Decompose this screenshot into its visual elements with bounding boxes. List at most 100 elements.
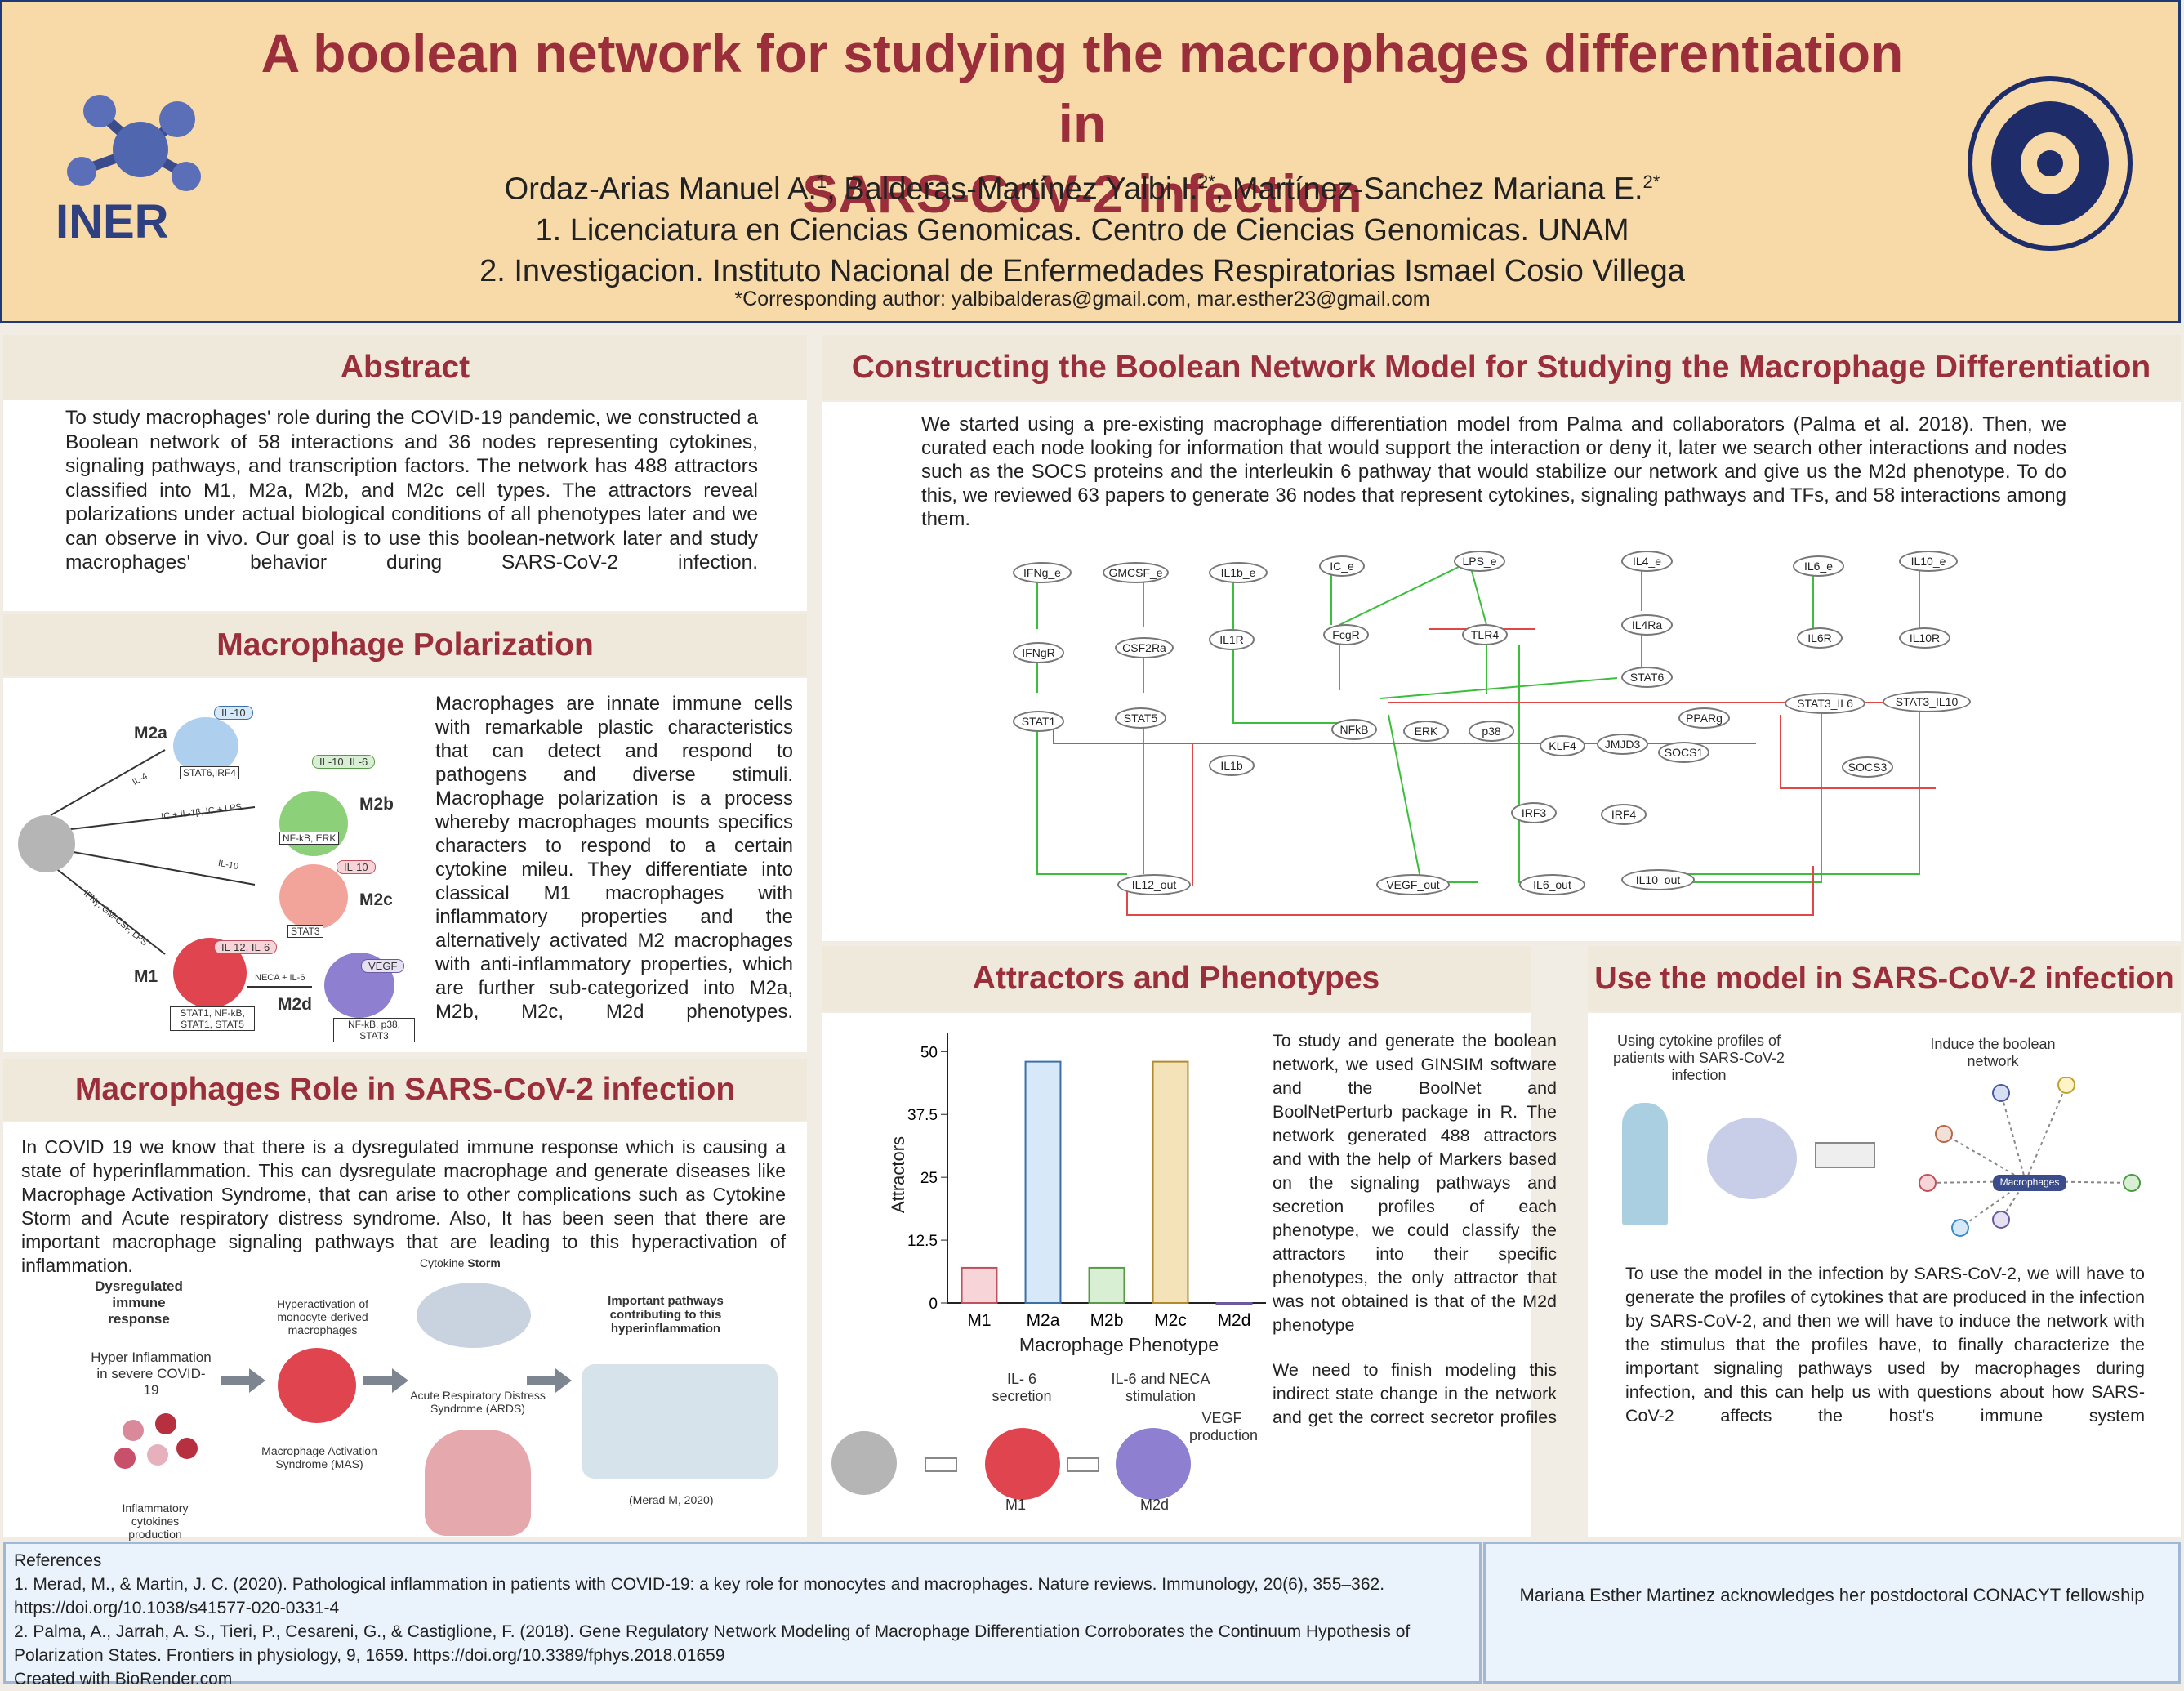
constructing-panel	[822, 402, 2181, 941]
network-node: STAT3_IL6	[1785, 693, 1865, 714]
polarization-heading: Macrophage Polarization	[3, 614, 807, 676]
m2c-cell	[279, 864, 348, 930]
network-node: IFNg_e	[1013, 562, 1072, 583]
reference-1: 1. Merad, M., & Martin, J. C. (2020). Pa…	[14, 1575, 1385, 1617]
network-node: IL10R	[1899, 627, 1950, 649]
network-node: SOCS1	[1658, 742, 1709, 763]
cytokine-storm	[417, 1283, 531, 1348]
m2b-cell	[279, 791, 348, 856]
network-node: IL1R	[1209, 629, 1255, 650]
constructing-body: We started using a pre-existing macropha…	[921, 413, 2066, 530]
bar-m2a	[1024, 1060, 1062, 1304]
bar-m2c	[1152, 1060, 1189, 1304]
polarization-figure: M2a IL-10 STAT6,IRF4 IL-4 M2b IL-10, IL-…	[10, 693, 435, 1052]
m1-flow-cell	[985, 1428, 1060, 1500]
sars-role-figure: Dysregulated immune response Hyper Infla…	[16, 1256, 800, 1541]
reference-2: 2. Palma, A., Jarrah, A. S., Tieri, P., …	[14, 1622, 1411, 1665]
hyperactivation-label: Hyperactivation of monocyte-derived macr…	[276, 1297, 369, 1336]
references-panel: References 1. Merad, M., & Martin, J. C.…	[3, 1542, 1482, 1689]
constructing-heading: Constructing the Boolean Network Model f…	[822, 335, 2181, 400]
network-node: IL6R	[1797, 627, 1843, 649]
network-node: STAT1	[1013, 711, 1064, 732]
bar-m2d	[1215, 1302, 1253, 1305]
network-node: IL4Ra	[1621, 614, 1673, 636]
m2b-label: M2b	[359, 795, 394, 814]
chart-ylabel: Attractors	[888, 1136, 908, 1214]
cytokine-dot	[114, 1448, 136, 1469]
storm-label: Cytokine Storm	[420, 1256, 501, 1269]
cytokine-dot	[147, 1444, 168, 1466]
flow-m1-label: M1	[1005, 1497, 1027, 1513]
arrow-m2d-label: NECA + IL-6	[255, 973, 305, 983]
bar-m2b	[1088, 1266, 1125, 1304]
biorender-credit: Created with BioRender.com	[14, 1670, 233, 1689]
affiliation-1: 1. Licenciatura en Ciencias Genomicas. C…	[535, 212, 1629, 248]
bar-m1	[961, 1266, 998, 1304]
sars-role-body: In COVID 19 we know that there is a dysr…	[21, 1136, 786, 1276]
x-tick-label: M2d	[1218, 1311, 1251, 1330]
y-tick-label: 25	[920, 1170, 938, 1187]
virus-cloud	[1707, 1118, 1797, 1199]
chart-xlabel: Macrophage Phenotype	[1018, 1334, 1219, 1355]
m2d-flow-cell	[1116, 1428, 1191, 1500]
m2b-badge: IL-10, IL-6	[312, 755, 376, 769]
iner-logo-text: INER	[56, 195, 169, 248]
y-tick-label: 50	[920, 1044, 938, 1061]
flow-m2d-label: M2d	[1140, 1497, 1170, 1513]
network-node: SOCS3	[1842, 756, 1893, 778]
naive-macrophage	[18, 815, 75, 872]
network-node: IC_e	[1319, 555, 1365, 577]
network-node: TLR4	[1462, 624, 1508, 645]
inflammatory-label: Inflammatory cytokines production	[122, 1501, 189, 1541]
m1-label: M1	[134, 967, 158, 986]
abstract-body: To study macrophages' role during the CO…	[65, 407, 758, 573]
network-node: IL1b	[1209, 755, 1255, 776]
network-node: IL6_out	[1519, 874, 1585, 895]
induce-arrow	[1815, 1142, 1875, 1168]
m2a-marker: STAT6,IRF4	[180, 766, 239, 779]
abstract-heading: Abstract	[3, 335, 807, 400]
network-node: KLF4	[1540, 735, 1585, 756]
network-node: GMCSF_e	[1103, 562, 1169, 583]
network-node: IL12_out	[1117, 874, 1191, 895]
use-model-body: To use the model in the infection by SAR…	[1625, 1264, 2145, 1426]
authors-block: Ordaz-Arias Manuel A.1, Balderas-Martíne…	[245, 162, 1919, 292]
attractors-heading: Attractors and Phenotypes	[822, 946, 1531, 1011]
network-node: p38	[1469, 721, 1514, 742]
induce-network-label: Induce the boolean network	[1930, 1036, 2056, 1069]
dysregulated-label: Dysregulated immune response	[95, 1278, 183, 1327]
lungs-image	[425, 1430, 531, 1536]
network-node: IL6_e	[1793, 555, 1844, 577]
polarization-panel	[3, 678, 807, 1052]
m2c-marker: STAT3	[287, 925, 323, 938]
flow-arrow-1	[925, 1457, 957, 1472]
cytokine-dot	[155, 1413, 176, 1434]
x-tick-label: M1	[967, 1311, 991, 1330]
flow-arrow-2	[1067, 1457, 1099, 1472]
m2d-badge: VEGF	[361, 959, 405, 973]
network-node: IL4_e	[1621, 551, 1673, 572]
network-node: CSF2Ra	[1115, 637, 1174, 658]
network-sketch	[1919, 1077, 2141, 1237]
ards-label: Acute Respiratory Distress Syndrome (ARD…	[410, 1389, 546, 1415]
naive-macrophage-small	[831, 1431, 897, 1495]
m2c-badge: IL-10	[337, 860, 376, 874]
network-node: STAT5	[1115, 707, 1166, 729]
m2b-marker: NF-kB, ERK	[279, 832, 340, 845]
il6-neca-label: IL-6 and NECA stimulation	[1111, 1371, 1210, 1404]
y-tick-label: 37.5	[907, 1107, 938, 1124]
attractors-body-1: To study and generate the boolean networ…	[1273, 1031, 1557, 1335]
network-node: IRF4	[1601, 804, 1647, 825]
y-tick-label: 12.5	[907, 1233, 938, 1250]
network-node: JMJD3	[1597, 734, 1648, 755]
poster-title: A boolean network for studying the macro…	[261, 23, 1904, 224]
mas-label: Macrophage Activation Syndrome (MAS)	[261, 1444, 377, 1470]
network-edges	[1036, 564, 1952, 916]
x-tick-label: M2a	[1027, 1311, 1060, 1330]
macrophages-node-label: Macrophages	[1999, 1176, 2060, 1188]
sars-role-arrows	[221, 1368, 572, 1393]
cytokine-dot	[176, 1438, 198, 1459]
sars-role-heading: Macrophages Role in SARS-CoV-2 infection	[3, 1059, 807, 1121]
il6-secretion-label: IL- 6 secretion	[992, 1371, 1052, 1404]
